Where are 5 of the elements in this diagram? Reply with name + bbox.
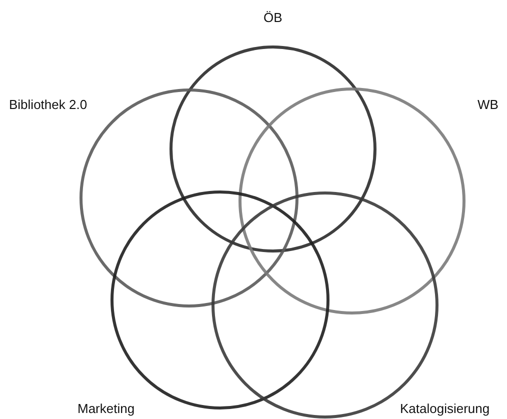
circle-label: Marketing [78,401,135,416]
circle-label: Katalogisierung [400,401,490,416]
circle-label: WB [478,97,498,112]
circle-label: Bibliothek 2.0 [9,97,88,112]
circle-label: ÖB [264,10,282,25]
